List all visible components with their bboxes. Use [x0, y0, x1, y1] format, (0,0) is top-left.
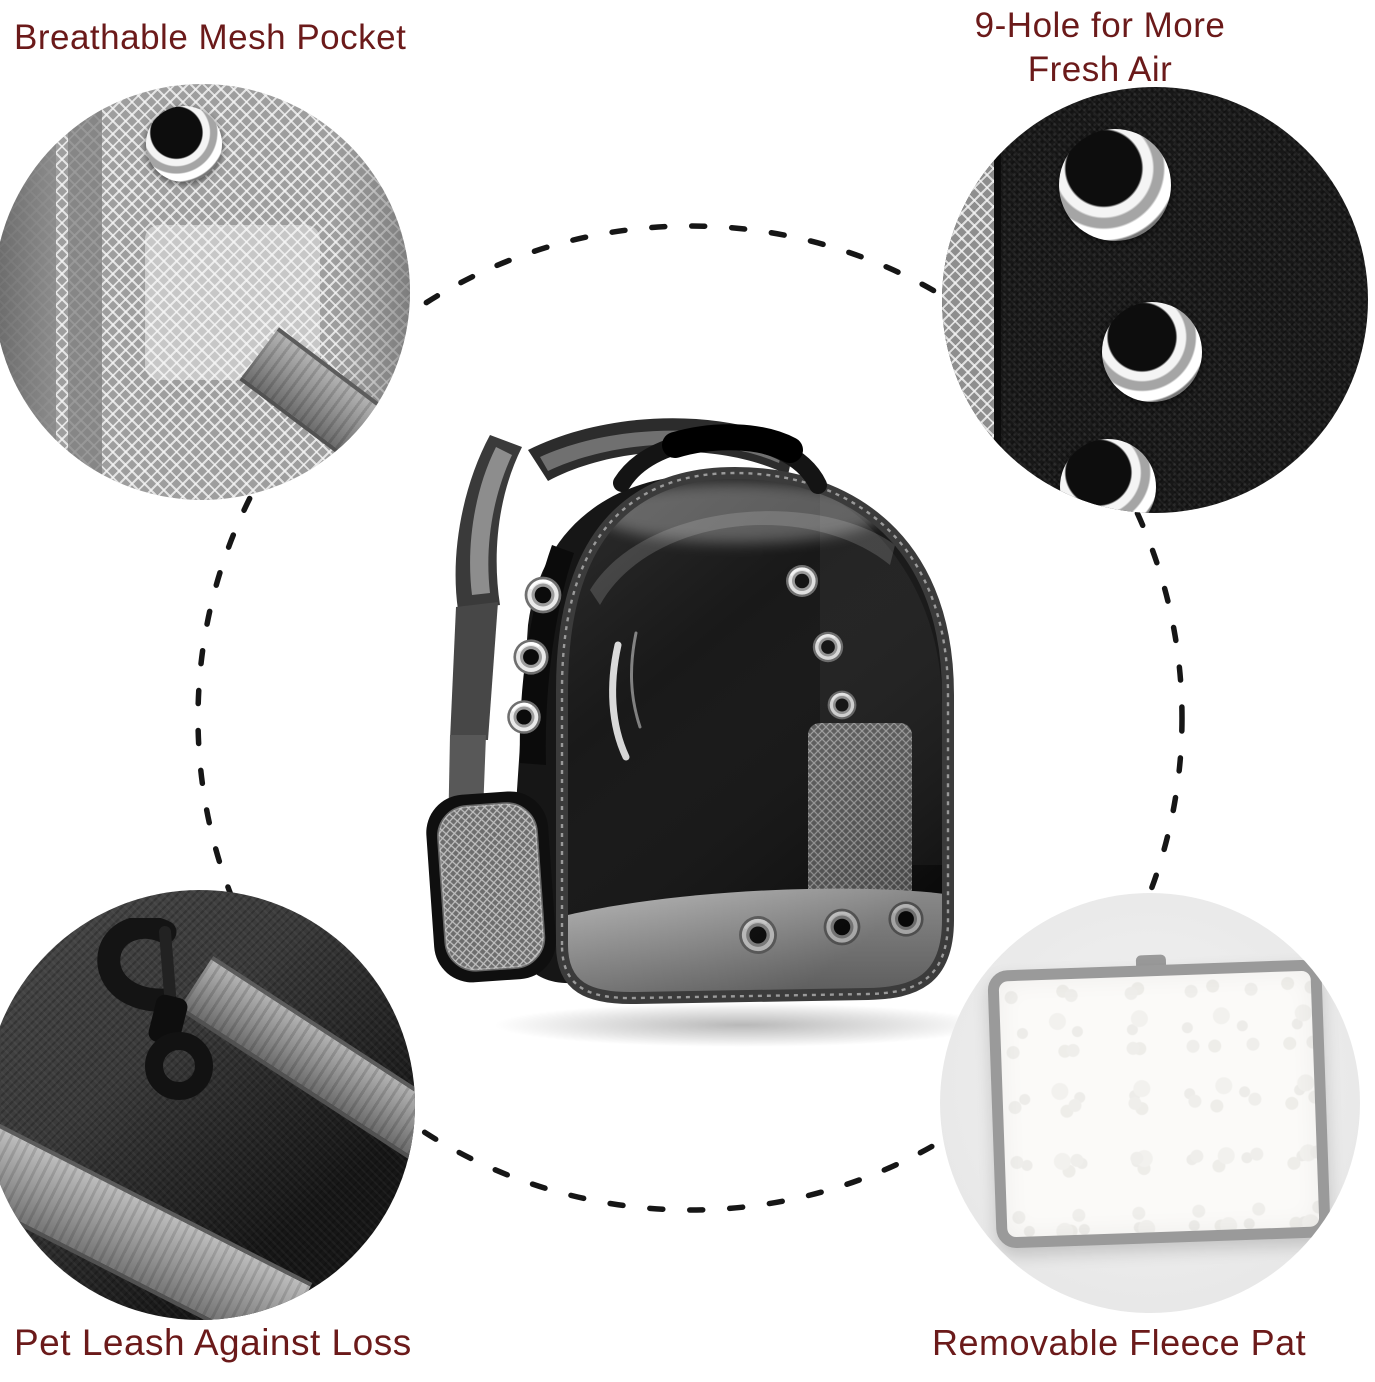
backpack-shadow: [494, 1003, 990, 1047]
label-air-holes-line1: 9-Hole for More: [974, 6, 1226, 45]
side-mesh-strip: [942, 87, 1001, 513]
fleece-pad: [987, 959, 1331, 1249]
label-air-holes: 9-Hole for More Fresh Air: [878, 4, 1322, 92]
leash-clip-photo: [0, 890, 415, 1320]
fleece-pad-photo: [940, 893, 1360, 1313]
air-holes-photo: [942, 87, 1368, 513]
pocket-left-binding: [0, 84, 56, 500]
swivel-hook: [97, 918, 213, 1100]
label-mesh-pocket: Breathable Mesh Pocket: [14, 18, 407, 57]
backpack-photo: [426, 418, 990, 1047]
label-air-holes-line2: Fresh Air: [1027, 50, 1173, 89]
air-hole-eyelet: [1059, 129, 1171, 241]
pocket-seam: [68, 84, 102, 500]
air-hole-eyelet: [1060, 439, 1156, 513]
bubble-glass: [562, 473, 948, 999]
mesh-eyelet: [146, 106, 222, 182]
air-hole-eyelet: [1102, 302, 1202, 402]
label-leash: Pet Leash Against Loss: [14, 1322, 412, 1363]
mesh-pocket-photo: [0, 84, 410, 500]
carry-handle: [613, 424, 827, 494]
label-fleece-pad: Removable Fleece Pat: [932, 1322, 1307, 1363]
side-pocket: [426, 791, 556, 983]
